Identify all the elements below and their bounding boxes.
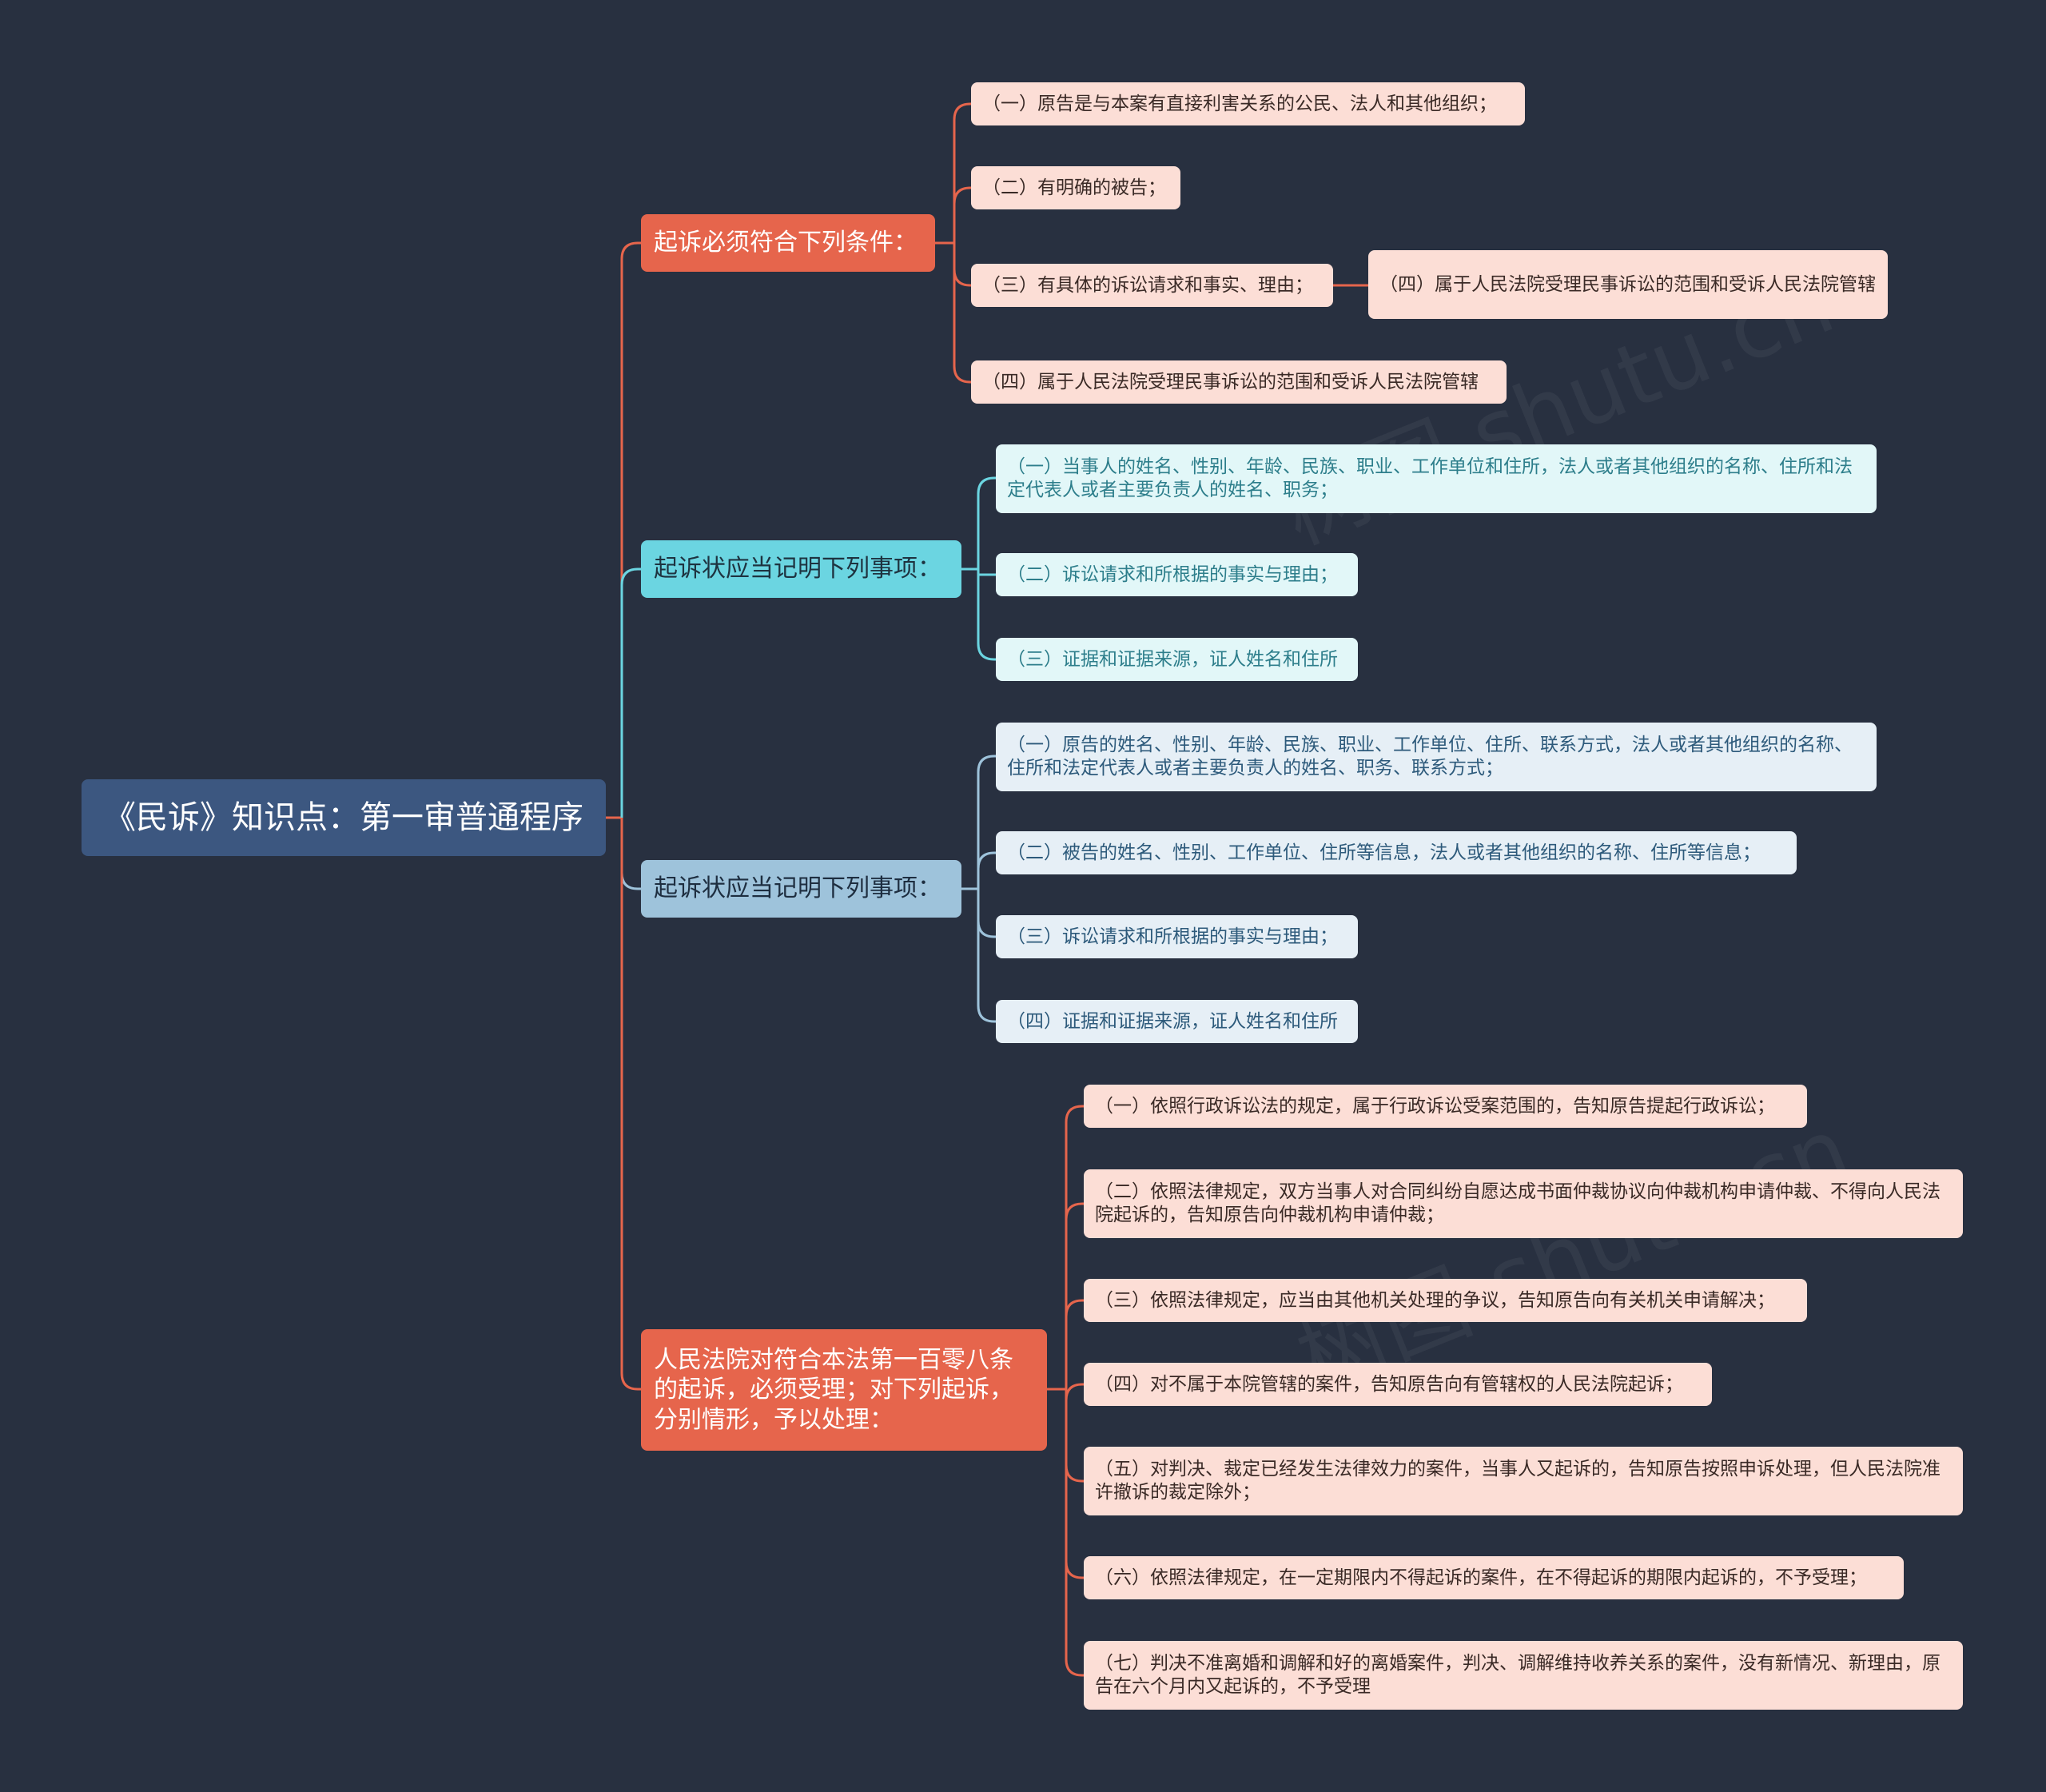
leaf-complaint-a-2[interactable]: （二）诉讼请求和所根据的事实与理由； <box>996 553 1358 596</box>
leaf-handling-4[interactable]: （四）对不属于本院管辖的案件，告知原告向有管辖权的人民法院起诉； <box>1084 1363 1712 1406</box>
connector-b3-l4 <box>1065 1389 1084 1483</box>
connector-b3-l0 <box>1065 1105 1084 1389</box>
leaf-filing-condition-1[interactable]: （一）原告是与本案有直接利害关系的公民、法人和其他组织； <box>971 82 1525 125</box>
connector-root-b0 <box>606 241 641 819</box>
connector-root-b2 <box>620 818 641 890</box>
leaf-complaint-b-1[interactable]: （一）原告的姓名、性别、年龄、民族、职业、工作单位、住所、联系方式，法人或者其他… <box>996 723 1877 791</box>
branch-filing-conditions[interactable]: 起诉必须符合下列条件： <box>641 214 935 272</box>
leaf-complaint-a-3[interactable]: （三）证据和证据来源，证人姓名和住所 <box>996 638 1358 681</box>
leaf-handling-5[interactable]: （五）对判决、裁定已经发生法律效力的案件，当事人又起诉的，告知原告按照申诉处理，… <box>1084 1447 1963 1515</box>
connector-b0-l2 <box>953 243 971 287</box>
leaf-filing-condition-3[interactable]: （三）有具体的诉讼请求和事实、理由； <box>971 264 1333 307</box>
connector-b3-l6 <box>1065 1389 1084 1677</box>
connector-b3-l5 <box>1065 1389 1084 1579</box>
connector-root-b1 <box>620 567 641 818</box>
leaf-complaint-b-4[interactable]: （四）证据和证据来源，证人姓名和住所 <box>996 1000 1358 1043</box>
branch-complaint-items-b[interactable]: 起诉状应当记明下列事项： <box>641 860 961 918</box>
connector-b1-l0 <box>977 476 996 569</box>
leaf-handling-7[interactable]: （七）判决不准离婚和调解和好的离婚案件，判决、调解维持收养关系的案件，没有新情况… <box>1084 1641 1963 1710</box>
leaf-filing-condition-3-sub[interactable]: （四）属于人民法院受理民事诉讼的范围和受诉人民法院管辖 <box>1368 250 1888 319</box>
leaf-filing-condition-2[interactable]: （二）有明确的被告； <box>971 166 1180 209</box>
leaf-complaint-b-3[interactable]: （三）诉讼请求和所根据的事实与理由； <box>996 915 1358 958</box>
connector-b2-l0 <box>977 755 996 889</box>
leaf-complaint-a-1[interactable]: （一）当事人的姓名、性别、年龄、民族、职业、工作单位和住所，法人或者其他组织的名… <box>996 444 1877 513</box>
leaf-handling-1[interactable]: （一）依照行政诉讼法的规定，属于行政诉讼受案范围的，告知原告提起行政诉讼； <box>1084 1085 1807 1128</box>
branch-complaint-items-a[interactable]: 起诉状应当记明下列事项： <box>641 540 961 598</box>
leaf-complaint-b-2[interactable]: （二）被告的姓名、性别、工作单位、住所等信息，法人或者其他组织的名称、住所等信息… <box>996 831 1797 874</box>
connector-b3-l2 <box>1065 1299 1084 1389</box>
root-topic[interactable]: 《民诉》知识点：第一审普通程序 <box>82 779 606 856</box>
connector-b1-l1 <box>977 569 996 576</box>
connector-b2-l3 <box>977 889 996 1023</box>
leaf-handling-6[interactable]: （六）依照法律规定，在一定期限内不得起诉的案件，在不得起诉的期限内起诉的，不予受… <box>1084 1556 1904 1599</box>
connector-b0-l3 <box>953 243 971 384</box>
connector-b2-l1 <box>977 851 996 889</box>
connector-b2-l2 <box>977 889 996 938</box>
leaf-filing-condition-4[interactable]: （四）属于人民法院受理民事诉讼的范围和受诉人民法院管辖 <box>971 360 1507 404</box>
connector-b3-l1 <box>1065 1202 1084 1389</box>
connector-b0-l1 <box>953 186 971 243</box>
leaf-handling-3[interactable]: （三）依照法律规定，应当由其他机关处理的争议，告知原告向有关机关申请解决； <box>1084 1279 1807 1322</box>
leaf-handling-2[interactable]: （二）依照法律规定，双方当事人对合同纠纷自愿达成书面仲裁协议向仲裁机构申请仲裁、… <box>1084 1169 1963 1238</box>
connector-b0-l0 <box>953 102 971 243</box>
connector-root-b3 <box>620 818 641 1391</box>
connector-b1-l2 <box>977 569 996 661</box>
connector-b3-l3 <box>1065 1383 1084 1401</box>
branch-court-handling[interactable]: 人民法院对符合本法第一百零八条的起诉，必须受理；对下列起诉，分别情形，予以处理： <box>641 1329 1047 1451</box>
